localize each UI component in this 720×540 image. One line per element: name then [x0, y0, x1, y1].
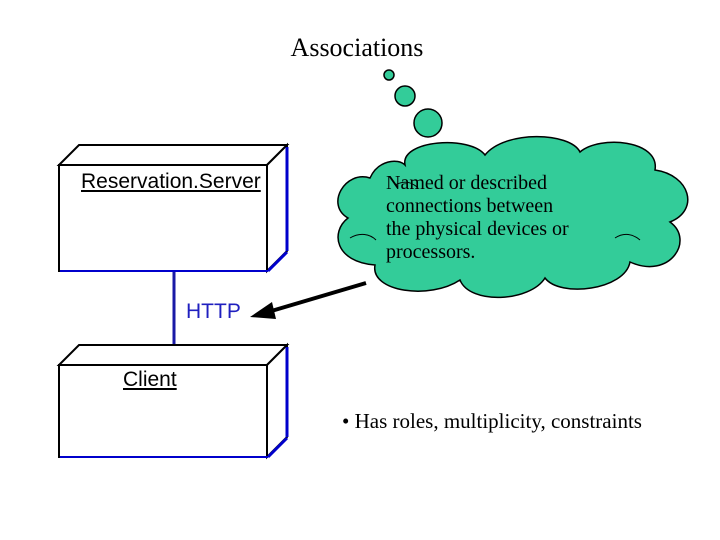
cloud-note-line: processors. [386, 241, 476, 263]
client-node [56, 342, 290, 460]
server-node-label: Reservation.Server [81, 170, 261, 193]
cloud-note-text: Named or described connections between t… [386, 172, 626, 264]
slide-title: Associations [290, 33, 424, 62]
cloud-note-line: Named or described [386, 172, 548, 194]
client-node-label: Client [123, 368, 177, 391]
note-pointer-arrow [250, 281, 367, 319]
thought-bubble-small [383, 69, 395, 81]
thought-bubble-medium [394, 85, 416, 107]
thought-bubble-large [413, 108, 443, 138]
bullet-point: • Has roles, multiplicity, constraints [342, 409, 642, 433]
server-node [56, 142, 290, 274]
cloud-note-line: the physical devices or [386, 218, 569, 240]
association-label: HTTP [186, 300, 241, 323]
cloud-note [337, 135, 689, 299]
cloud-note-line: connections between [386, 195, 554, 217]
